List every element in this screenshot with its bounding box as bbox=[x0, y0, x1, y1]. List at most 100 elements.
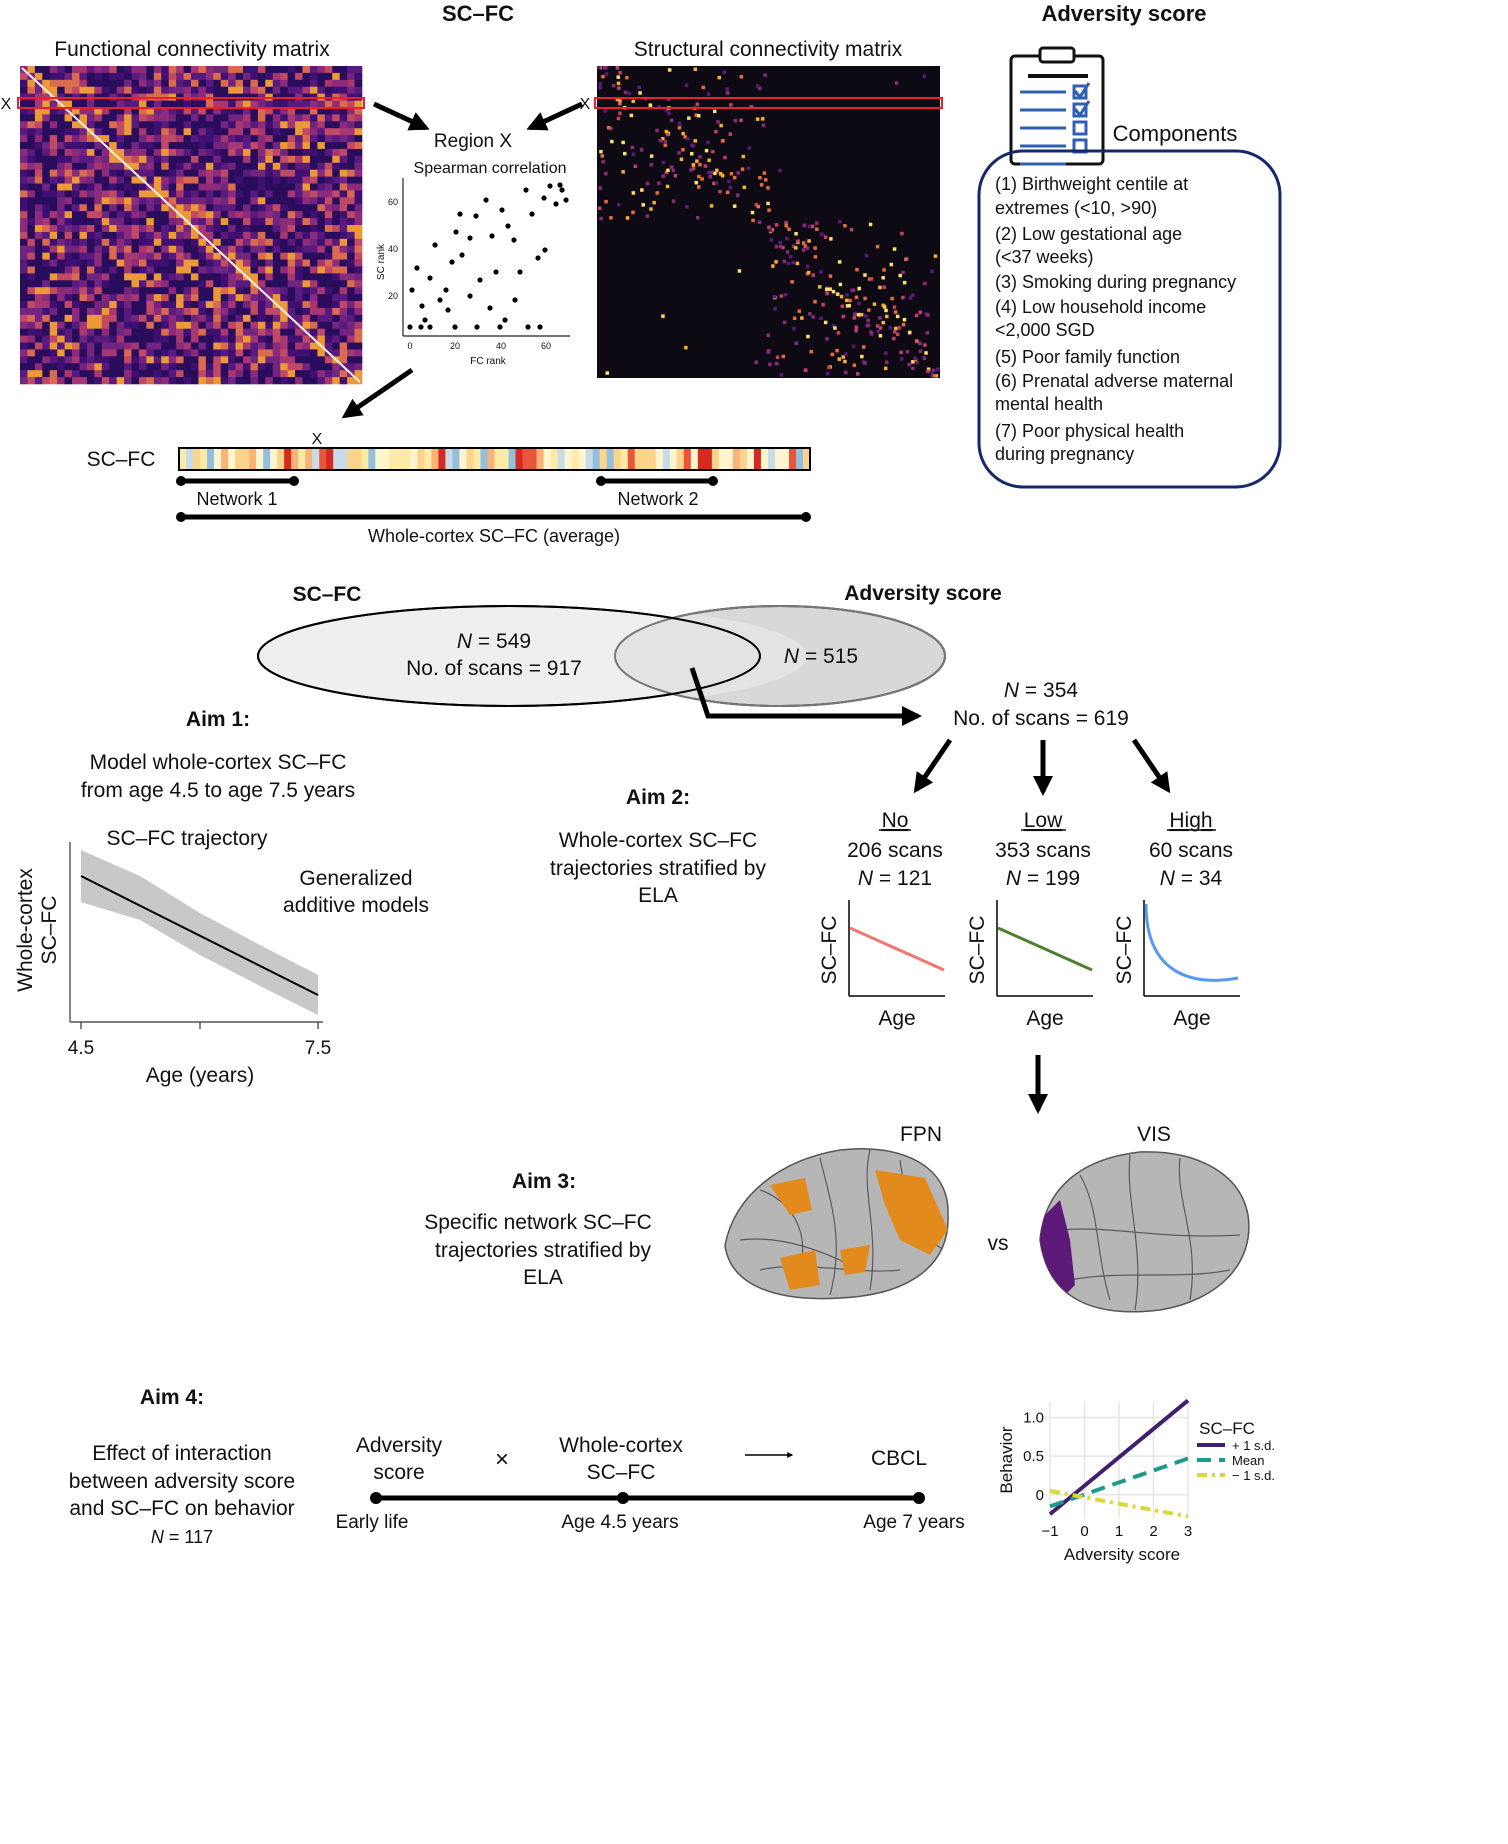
fc-matrix-cell bbox=[235, 321, 244, 329]
fc-matrix-cell bbox=[138, 66, 147, 74]
fc-matrix-cell bbox=[109, 314, 117, 323]
scatter-point bbox=[512, 297, 518, 303]
fc-matrix-cell bbox=[20, 121, 28, 129]
sc-matrix-dot bbox=[706, 92, 711, 96]
fc-matrix-cell bbox=[287, 301, 296, 309]
component-line: (<37 weeks) bbox=[995, 247, 1094, 267]
scfc-bar-cell bbox=[795, 448, 804, 470]
fc-matrix-cell bbox=[324, 252, 333, 260]
sc-matrix-dot bbox=[746, 166, 751, 171]
fc-matrix-cell bbox=[131, 314, 140, 323]
fc-matrix-cell bbox=[116, 128, 125, 136]
fc-matrix-cell bbox=[228, 231, 236, 240]
fc-matrix-cell bbox=[176, 128, 184, 136]
fc-matrix-cell bbox=[86, 190, 95, 198]
fc-matrix-cell bbox=[205, 377, 214, 385]
fc-matrix-cell bbox=[280, 169, 288, 177]
sc-matrix-dot bbox=[902, 317, 907, 322]
fc-matrix-cell bbox=[168, 190, 177, 198]
scfc-bar-cell bbox=[592, 448, 600, 470]
fc-matrix-cell bbox=[146, 155, 155, 164]
fc-matrix-cell bbox=[257, 148, 266, 157]
fc-matrix-cell bbox=[339, 252, 348, 260]
sc-matrix-dot bbox=[604, 66, 609, 70]
fc-matrix-cell bbox=[280, 211, 288, 219]
sc-matrix-dot bbox=[739, 118, 743, 122]
scatter-point bbox=[452, 324, 458, 330]
fc-matrix-cell bbox=[280, 218, 288, 226]
fc-matrix-cell bbox=[49, 259, 58, 267]
fc-matrix-cell bbox=[317, 162, 326, 170]
fc-matrix-cell bbox=[72, 356, 80, 364]
fpn-region bbox=[780, 1250, 820, 1290]
fc-matrix-cell bbox=[354, 301, 363, 309]
fc-matrix-cell bbox=[347, 349, 355, 357]
fc-matrix-cell bbox=[317, 259, 326, 267]
fc-matrix-cell bbox=[79, 328, 88, 336]
fc-matrix-cell bbox=[317, 176, 326, 184]
scfc-bar-marker: X bbox=[312, 431, 323, 448]
fc-matrix-cell bbox=[101, 363, 110, 371]
fc-matrix-cell bbox=[168, 72, 177, 81]
fc-matrix-cell bbox=[309, 314, 318, 323]
fc-matrix-cell bbox=[42, 301, 51, 309]
sc-matrix-dot bbox=[751, 218, 755, 223]
fc-matrix-cell bbox=[205, 225, 214, 233]
fc-matrix-cell bbox=[101, 169, 110, 177]
fc-matrix-cell bbox=[49, 79, 58, 88]
fc-matrix-cell bbox=[64, 79, 73, 88]
fc-matrix-cell bbox=[272, 197, 281, 205]
fc-matrix-cell bbox=[34, 287, 43, 295]
fc-matrix-cell bbox=[153, 135, 162, 143]
scatter-point bbox=[553, 201, 559, 207]
fc-matrix-cell bbox=[347, 135, 355, 143]
fc-matrix-cell bbox=[183, 142, 192, 150]
fc-matrix-cell bbox=[20, 225, 28, 233]
fc-matrix-cell bbox=[109, 155, 117, 164]
sc-matrix-dot bbox=[756, 204, 760, 209]
fc-matrix-cell bbox=[228, 314, 236, 323]
fc-matrix-cell bbox=[191, 356, 199, 364]
fc-matrix-cell bbox=[198, 314, 207, 323]
group-no-n: N = 121 bbox=[858, 867, 932, 890]
fc-matrix-cell bbox=[205, 176, 214, 184]
fc-matrix-cell bbox=[332, 307, 340, 316]
sc-matrix-dot bbox=[755, 84, 760, 88]
fc-matrix-cell bbox=[42, 121, 51, 129]
sc-matrix-dot bbox=[774, 260, 778, 264]
fc-matrix-cell bbox=[339, 100, 348, 108]
arrow-sc-to-region bbox=[526, 101, 584, 131]
fc-matrix-cell bbox=[34, 148, 43, 157]
fc-matrix-cell bbox=[20, 204, 28, 212]
fc-matrix-cell bbox=[138, 314, 147, 323]
fc-matrix-cell bbox=[94, 266, 103, 274]
fc-matrix-cell bbox=[131, 266, 140, 274]
timeline bbox=[370, 1492, 925, 1504]
fc-matrix-cell bbox=[131, 86, 140, 94]
fc-matrix-cell bbox=[317, 287, 326, 295]
fc-matrix-cell bbox=[101, 370, 110, 378]
scfc-bar-cell bbox=[753, 448, 762, 470]
scfc-bar-cell bbox=[662, 448, 671, 470]
venn-left-n: N = 549 bbox=[457, 630, 531, 653]
fc-matrix-cell bbox=[354, 100, 363, 108]
fc-matrix-cell bbox=[109, 121, 117, 129]
fc-matrix-cell bbox=[250, 370, 259, 378]
fc-matrix-cell bbox=[153, 183, 162, 191]
sc-matrix-dot bbox=[899, 350, 903, 355]
scfc-bar-label: SC–FC bbox=[87, 448, 156, 471]
scfc-bar-cell bbox=[431, 448, 439, 470]
sc-matrix-dot bbox=[915, 339, 919, 343]
fc-matrix-cell bbox=[86, 107, 95, 115]
fc-matrix-cell bbox=[176, 79, 184, 88]
fc-matrix-cell bbox=[49, 204, 58, 212]
fc-matrix-cell bbox=[176, 349, 184, 357]
fc-matrix-cell bbox=[191, 259, 199, 267]
scfc-bar-cell bbox=[256, 448, 264, 470]
fc-matrix-cell bbox=[309, 100, 318, 108]
fc-matrix-cell bbox=[272, 190, 281, 198]
fc-matrix-cell bbox=[198, 114, 207, 122]
sc-matrix-dot bbox=[922, 74, 927, 78]
fc-matrix-cell bbox=[116, 142, 125, 150]
fc-matrix-cell bbox=[168, 314, 177, 323]
